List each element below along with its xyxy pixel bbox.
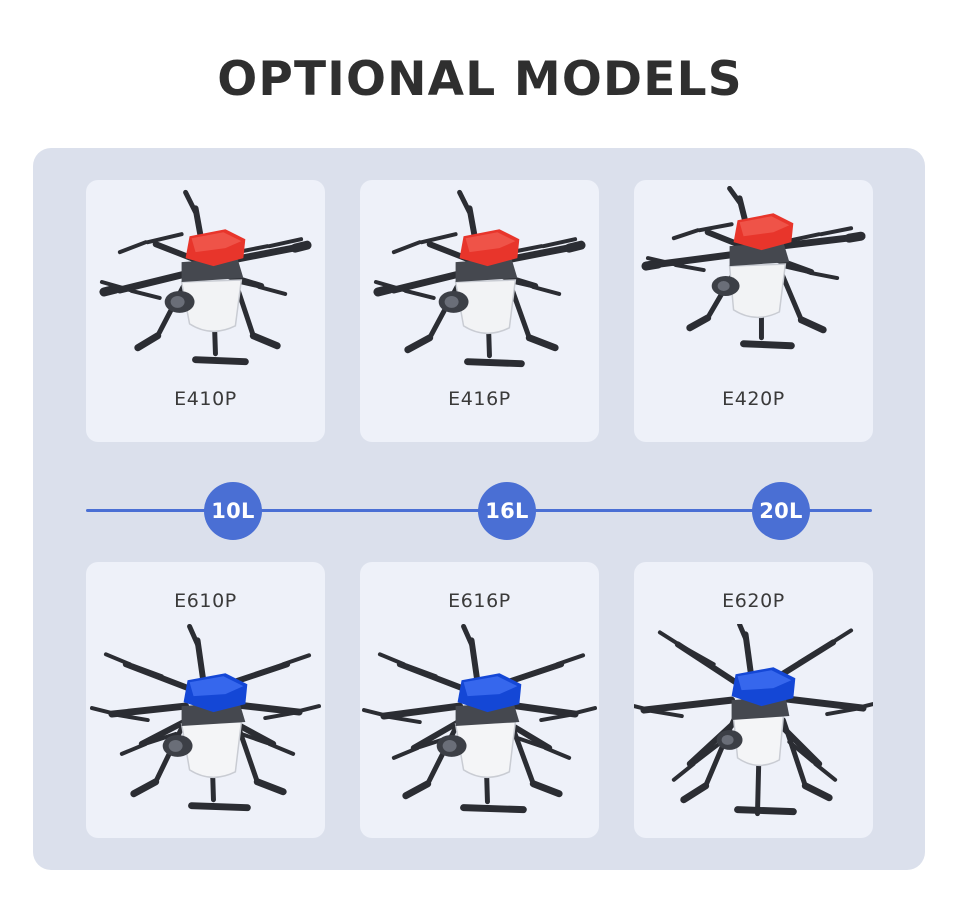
model-label: E410P <box>174 388 237 410</box>
model-card-e416p[interactable]: E416P <box>360 180 599 442</box>
model-label: E616P <box>448 590 511 612</box>
capacity-badge-10l[interactable]: 10L <box>204 482 262 540</box>
drone-quad-icon <box>634 186 873 384</box>
page-title: OPTIONAL MODELS <box>217 52 743 107</box>
drone-hexa-icon <box>634 624 873 834</box>
model-card-e620p[interactable]: E620P <box>634 562 873 838</box>
model-label: E420P <box>722 388 785 410</box>
capacity-divider: 10L 16L 20L <box>86 482 872 540</box>
drone-quad-icon <box>360 186 599 384</box>
drone-hexa-icon <box>360 624 599 834</box>
models-panel: E410P <box>33 148 925 870</box>
model-label: E416P <box>448 388 511 410</box>
drone-quad-icon <box>86 186 325 384</box>
model-card-e610p[interactable]: E610P <box>86 562 325 838</box>
model-label: E610P <box>174 590 237 612</box>
model-card-e420p[interactable]: E420P <box>634 180 873 442</box>
model-label: E620P <box>722 590 785 612</box>
drone-hexa-icon <box>86 624 325 834</box>
model-card-e410p[interactable]: E410P <box>86 180 325 442</box>
model-card-e616p[interactable]: E616P <box>360 562 599 838</box>
capacity-badge-20l[interactable]: 20L <box>752 482 810 540</box>
capacity-badge-16l[interactable]: 16L <box>478 482 536 540</box>
